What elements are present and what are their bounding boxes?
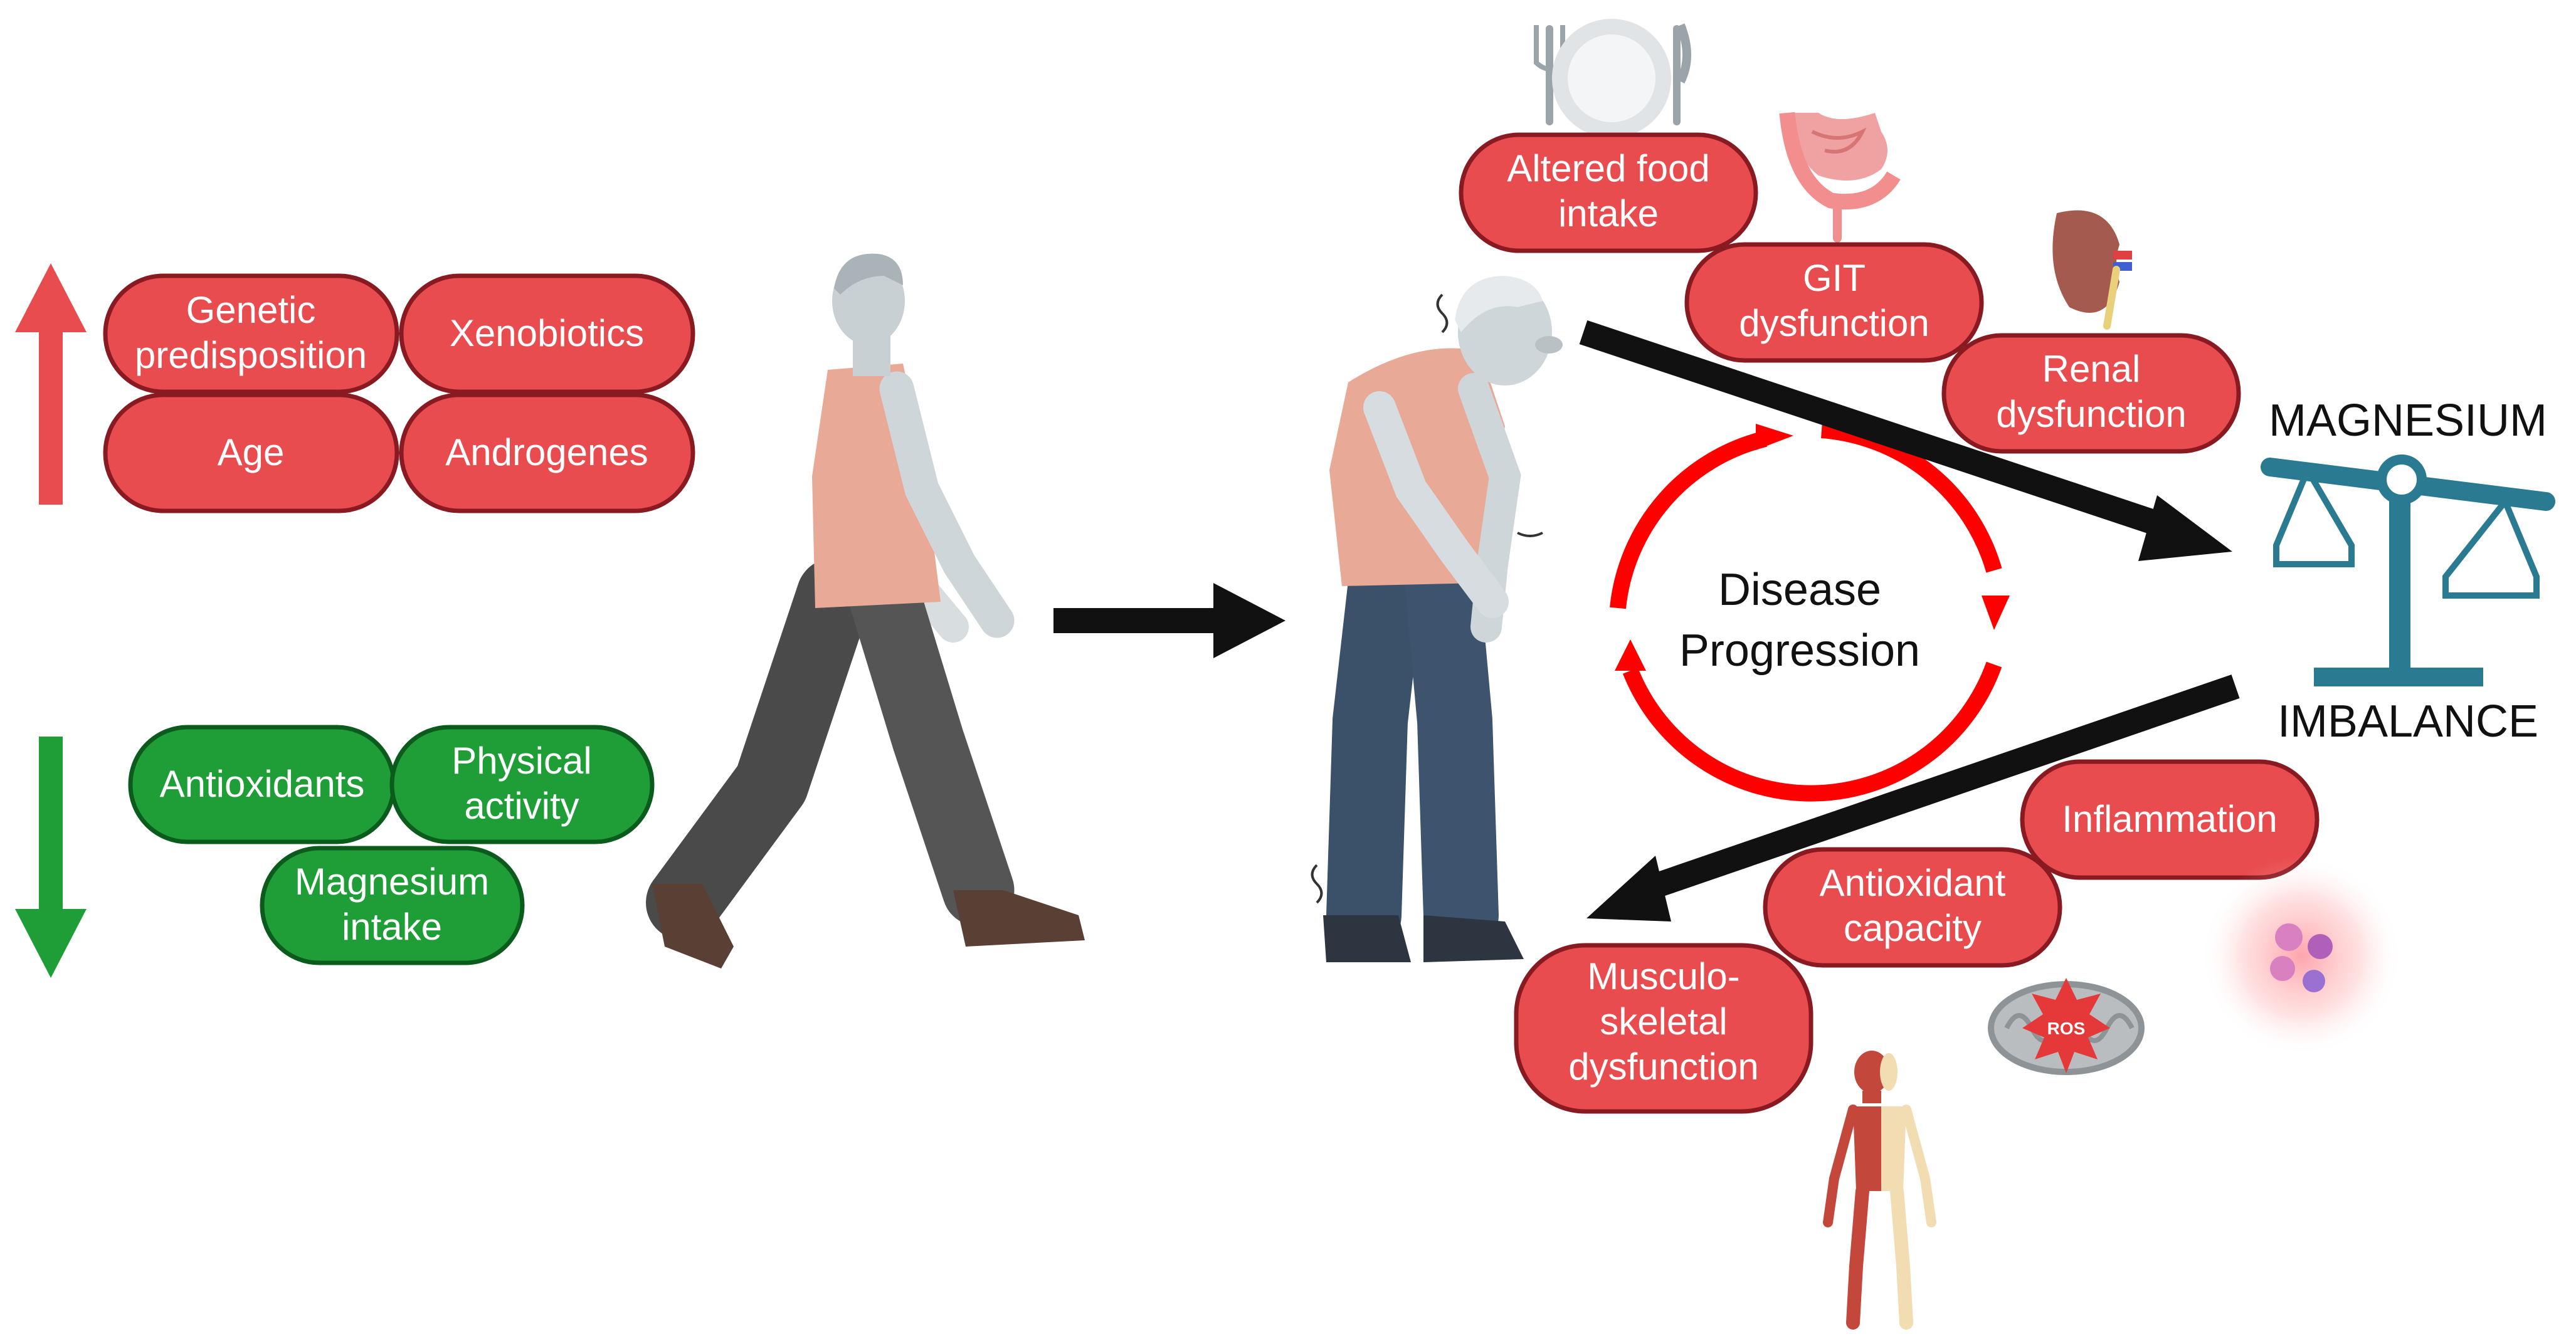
inflamed-cells-icon: [2201, 856, 2402, 1056]
cause-renal-dysfunction: Renal dysfunction: [1941, 333, 2241, 454]
consequence-antioxidant-capacity: Antioxidant capacity: [1763, 847, 2062, 968]
consequence-inflammation: Inflammation: [2020, 759, 2320, 880]
protective-factor-physical-activity: Physical activity: [389, 725, 655, 844]
progression-arrow-icon: [1053, 583, 1285, 658]
cause-git-dysfunction: GIT dysfunction: [1684, 242, 1984, 363]
cause-food-line2: intake: [1558, 192, 1659, 234]
intestine-icon: [1779, 112, 1901, 243]
cause-renal-line2: dysfunction: [1996, 393, 2187, 435]
cause-git-line2: dysfunction: [1739, 302, 1929, 344]
consequence-musculoskeletal-dysfunction: Musculo- skeletal dysfunction: [1514, 943, 1813, 1114]
cycle-label-line2: Progression: [1679, 626, 1920, 676]
arrow-to-imbalance-icon: [1579, 320, 2232, 561]
cause-altered-food-intake: Altered food intake: [1459, 132, 1758, 253]
cause-git-line1: GIT: [1803, 257, 1866, 299]
protective-factor-antioxidants: Antioxidants: [128, 725, 396, 844]
risk-factor-xenobiotics: Xenobiotics: [399, 273, 695, 394]
protective-physical-line1: Physical: [451, 740, 591, 782]
protective-factor-magnesium-intake: Magnesium intake: [260, 846, 525, 965]
protective-physical-line2: activity: [464, 785, 579, 827]
plate-cutlery-icon: [1534, 19, 1691, 138]
cause-food-line1: Altered food: [1507, 147, 1710, 189]
human-anatomy-icon: [1823, 1051, 1936, 1330]
walking-man-icon: [646, 253, 1085, 969]
arrow-down-icon: [15, 737, 87, 978]
balance-bottom-label: IMBALANCE: [2278, 696, 2538, 747]
consequence-antiox-line2: capacity: [1844, 907, 1982, 949]
protective-antioxidants-label: Antioxidants: [160, 763, 365, 805]
consequence-antiox-line1: Antioxidant: [1820, 862, 2006, 904]
consequence-inflammation-label: Inflammation: [2062, 798, 2277, 840]
protective-magnesium-line2: intake: [342, 906, 442, 948]
cause-renal-line1: Renal: [2042, 348, 2141, 390]
cycle-label-line1: Disease: [1718, 565, 1881, 615]
risk-factor-genetic-line1: Genetic: [186, 289, 316, 331]
balance-scale-icon: MAGNESIUM IMBALANCE: [2261, 396, 2555, 747]
risk-factor-genetic-line2: predisposition: [135, 334, 367, 376]
consequence-musculo-line3: dysfunction: [1568, 1046, 1759, 1088]
arrow-up-icon: [15, 263, 87, 505]
risk-factor-androgenes: Androgenes: [399, 392, 695, 513]
elderly-man-icon: [1311, 276, 1563, 962]
ros-label: ROS: [2047, 1019, 2086, 1038]
consequence-musculo-line1: Musculo-: [1587, 955, 1739, 997]
consequence-musculo-line2: skeletal: [1600, 1000, 1727, 1042]
disease-progression-cycle: Disease Progression: [1610, 422, 2010, 802]
risk-factor-androgenes-label: Androgenes: [445, 431, 648, 473]
kidney-icon: [2052, 210, 2132, 330]
balance-top-label: MAGNESIUM: [2269, 396, 2547, 446]
mitochondria-icon: ROS: [1988, 978, 2145, 1075]
risk-factor-age: Age: [103, 392, 399, 513]
risk-factor-age-label: Age: [218, 431, 285, 473]
protective-magnesium-line1: Magnesium: [295, 861, 489, 903]
arrow-from-imbalance-icon: [1586, 675, 2240, 921]
risk-factor-genetic-predisposition: Genetic predisposition: [103, 273, 399, 394]
risk-factor-xenobiotics-label: Xenobiotics: [450, 312, 644, 354]
